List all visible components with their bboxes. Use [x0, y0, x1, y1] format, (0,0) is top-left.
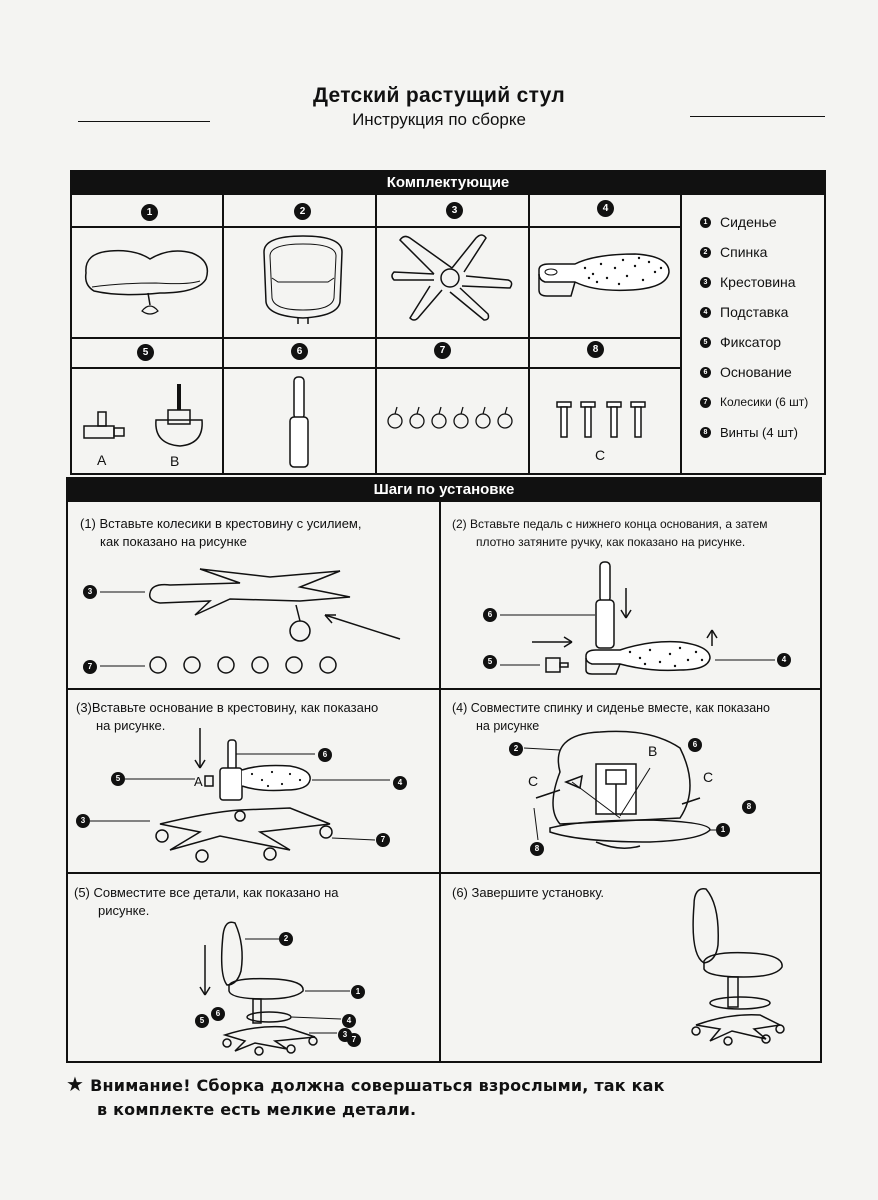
- slot-number-5: 5: [137, 344, 154, 361]
- title-rule-right: [690, 116, 825, 117]
- callout-6: 6: [211, 1007, 225, 1021]
- parts-header: Комплектующие: [70, 170, 826, 195]
- footrest-drawing: [538, 253, 670, 297]
- step-6-drawing: [691, 888, 785, 1046]
- callout-2: 2: [279, 932, 293, 946]
- callout-5: 5: [195, 1014, 209, 1028]
- callout-6: 6: [688, 738, 702, 752]
- part-letter-b: B: [648, 743, 658, 759]
- page-subtitle: Инструкция по сборке: [352, 110, 526, 129]
- title-rule-left: [78, 121, 210, 122]
- part-letter-c: C: [528, 773, 539, 789]
- step-2-text: (2) Вставьте педаль с нижнего конца осно…: [452, 517, 768, 549]
- step-3-text: (3)Вставьте основание в крестовину, как …: [76, 700, 379, 733]
- part-letter-a: A: [194, 774, 203, 789]
- grid-line: [680, 195, 682, 475]
- callout-6: 6: [483, 608, 497, 622]
- part-letter-a: A: [97, 452, 107, 468]
- steps-header: Шаги по установке: [66, 477, 822, 502]
- callout-5: 5: [111, 772, 125, 786]
- page-title: Детский растущий стул: [312, 84, 566, 107]
- callout-6: 6: [318, 748, 332, 762]
- callout-4: 4: [393, 776, 407, 790]
- grid-line: [528, 195, 530, 475]
- casters-drawing: [387, 406, 513, 429]
- step-5-text: (5) Совместите все детали, как показано …: [74, 885, 339, 918]
- part-letter-b: B: [170, 453, 180, 469]
- grid-line: [66, 872, 822, 874]
- slot-number-6: 6: [291, 343, 308, 360]
- callout-8: 8: [530, 842, 544, 856]
- part-letter-c: C: [595, 447, 606, 463]
- slot-number-7: 7: [434, 342, 451, 359]
- gaslift-drawing: [289, 376, 309, 468]
- step-3-drawing: [90, 728, 390, 863]
- callout-4: 4: [342, 1014, 356, 1028]
- grid-line: [70, 226, 680, 228]
- step-4-drawing: [523, 730, 720, 849]
- callout-7: 7: [83, 660, 97, 674]
- warning-note: ★Внимание! Сборка должна совершаться взр…: [66, 1072, 665, 1119]
- slot-number-8: 8: [587, 341, 604, 358]
- slot-number-1: 1: [141, 204, 158, 221]
- backrest-drawing: [263, 235, 343, 324]
- callout-8: 8: [742, 800, 756, 814]
- callout-3: 3: [76, 814, 90, 828]
- callout-5: 5: [483, 655, 497, 669]
- grid-line: [70, 367, 680, 369]
- part-letter-c: C: [703, 769, 714, 785]
- crossbase-drawing: [391, 234, 513, 321]
- slot-number-3: 3: [446, 202, 463, 219]
- grid-line: [222, 195, 224, 475]
- step-2-drawing: [500, 561, 775, 675]
- grid-line: [70, 337, 680, 339]
- callout-7: 7: [376, 833, 390, 847]
- grid-line: [439, 502, 441, 1063]
- step-5-drawing: [199, 921, 350, 1056]
- lock-drawing: [83, 384, 203, 447]
- step-1-text: (1) Вставьте колесики в крестовину с уси…: [80, 516, 362, 549]
- callout-1: 1: [351, 985, 365, 999]
- slot-number-2: 2: [294, 203, 311, 220]
- callout-7: 7: [347, 1033, 361, 1047]
- callout-1: 1: [716, 823, 730, 837]
- callout-4: 4: [777, 653, 791, 667]
- step-6-text: (6) Завершите установку.: [452, 885, 605, 900]
- step-4-text: (4) Совместите спинку и сиденье вместе, …: [452, 701, 770, 733]
- callout-2: 2: [509, 742, 523, 756]
- slot-number-4: 4: [597, 200, 614, 217]
- grid-line: [375, 195, 377, 475]
- step-1-drawing: [100, 568, 401, 674]
- seat-drawing: [84, 249, 209, 315]
- star-icon: ★: [66, 1072, 85, 1096]
- grid-line: [66, 688, 822, 690]
- callout-3: 3: [83, 585, 97, 599]
- screws-drawing: [556, 401, 646, 438]
